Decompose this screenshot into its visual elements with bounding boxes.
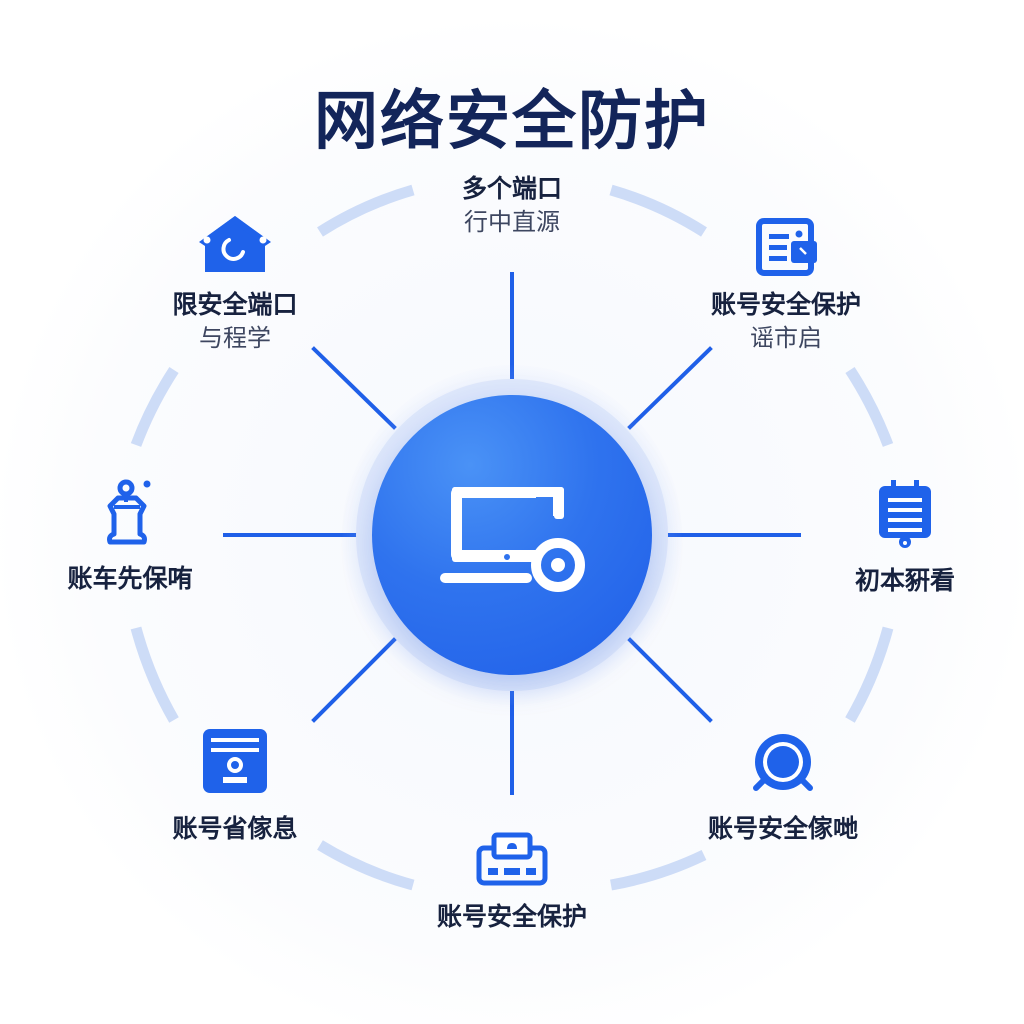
document-card-icon — [756, 218, 817, 276]
node-sublabel: 与程学 — [199, 324, 271, 352]
keyboard-lock-icon — [476, 832, 548, 886]
node-label: 账车先保哊 — [67, 564, 193, 593]
trophy-cup-icon — [107, 479, 151, 545]
node-bottom-right: 账号安全傢哋 — [683, 732, 883, 846]
id-card-icon — [203, 729, 267, 793]
node-bottom: 账号安全保护 — [412, 832, 612, 934]
node-label: 账号省傢息 — [172, 814, 298, 843]
spokes — [223, 272, 801, 795]
node-label: 账号安全傢哋 — [707, 814, 858, 843]
node-top: 多个端口 行中直源 — [412, 172, 612, 238]
node-left: 账车先保哊 — [30, 478, 230, 596]
outer-ring-arcs — [130, 184, 894, 891]
node-label: 多个端口 — [461, 174, 562, 203]
node-label: 账号安全保护 — [436, 902, 587, 931]
node-label: 账号安全保护 — [710, 290, 861, 319]
node-label: 限安全端口 — [172, 290, 298, 319]
hub-circle — [372, 395, 652, 675]
page-title: 网络安全防护 — [314, 85, 710, 159]
magnifier-ring-icon — [753, 734, 813, 791]
node-sublabel: 行中直源 — [464, 208, 560, 236]
node-bottom-left: 账号省傢息 — [135, 728, 335, 846]
house-moon-icon — [199, 216, 271, 272]
node-top-left: 限安全端口 与程学 — [135, 212, 335, 354]
laptop-with-lock-icon — [440, 487, 585, 592]
node-label: 初本豣看 — [854, 566, 955, 595]
node-sublabel: 谣市启 — [750, 324, 822, 352]
node-right: 初本豣看 — [805, 478, 1005, 598]
clipboard-list-icon — [879, 480, 931, 548]
node-top-right: 账号安全保护 谣市启 — [686, 216, 886, 354]
